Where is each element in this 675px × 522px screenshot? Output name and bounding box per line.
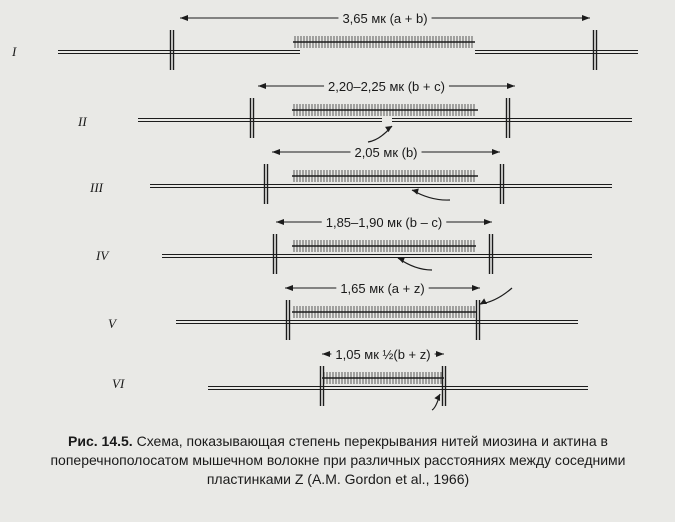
row-1-dimension-arrow-left [180,15,188,21]
row-6-dimension-arrow-left [322,351,330,357]
row-6-pointer-arrowhead [434,394,441,401]
row-1-myosin-crossbridges [294,36,473,48]
row-1-measurement-label: 3,65 мк (a + b) [342,11,427,26]
row-3: III 2,05 мк (b) [89,144,612,204]
row-1-dimension-arrow-right [582,15,590,21]
row-4-dimension-arrow-left [276,219,284,225]
sarcomere-overlap-diagram: I3,65 мк (a + b)II2,20–2,25 мк (b + c)II… [11,10,638,411]
row-4-pointer-arrowhead [398,257,405,264]
row-4-numeral: IV [95,248,110,263]
row-3-myosin-crossbridges [293,170,475,182]
row-4: IV 1,85–1,90 мк (b – c) [95,214,592,274]
row-3-pointer-arrowhead [412,188,419,195]
row-6-dimension-arrow-right [436,351,444,357]
row-2-dimension-arrow-left [258,83,266,89]
row-5-myosin-crossbridges [293,306,475,318]
row-4-dimension-arrow-right [484,219,492,225]
caption-text: Схема, показывающая степень перекрывания… [50,433,626,487]
row-3-numeral: III [89,180,104,195]
figure-caption: Рис. 14.5. Схема, показывающая степень п… [18,432,658,489]
row-2-measurement-label: 2,20–2,25 мк (b + c) [328,79,445,94]
row-6-numeral: VI [112,376,125,391]
row-6: VI 1,05 мк ½(b + z) [112,346,588,411]
row-5-measurement-label: 1,65 мк (a + z) [340,281,424,296]
row-4-myosin-crossbridges [293,240,475,252]
row-1-numeral: I [11,44,17,59]
row-5: V 1,65 мк (a + z) [108,280,578,340]
row-3-measurement-label: 2,05 мк (b) [354,145,417,160]
row-4-measurement-label: 1,85–1,90 мк (b – c) [326,215,443,230]
row-3-dimension-arrow-right [492,149,500,155]
row-2-pointer-arrowhead [385,126,392,133]
row-6-measurement-label: 1,05 мк ½(b + z) [335,347,430,362]
row-2: II 2,20–2,25 мк (b + c) [77,78,632,143]
row-5-pointer-arrowhead [480,298,487,305]
row-1: I 3,65 мк (a + b) [11,10,638,70]
row-5-numeral: V [108,316,118,331]
row-5-dimension-arrow-right [472,285,480,291]
row-2-myosin-crossbridges [293,104,475,116]
row-2-dimension-arrow-right [507,83,515,89]
row-3-dimension-arrow-left [272,149,280,155]
row-5-dimension-arrow-left [285,285,293,291]
row-2-numeral: II [77,114,87,129]
figure-label: Рис. 14.5. [68,433,133,449]
